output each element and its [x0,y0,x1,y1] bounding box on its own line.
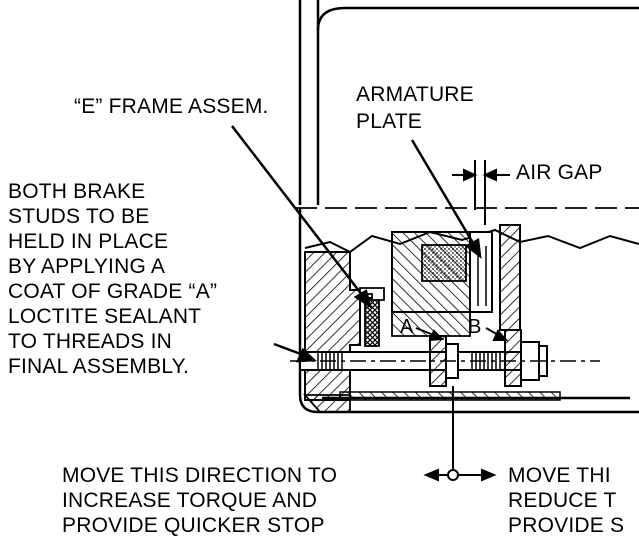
e-frame-label: “E” FRAME ASSEM. [74,95,269,118]
note-line: LOCTITE SEALANT [8,305,202,328]
direction-line: PROVIDE S [508,514,625,537]
armature-leader [410,139,482,259]
direction-line: PROVIDE QUICKER STOP [62,514,325,537]
direction-marker [423,468,497,482]
e-frame-section [304,251,366,401]
direction-line: MOVE THIS DIRECTION TO [62,464,338,487]
point-b-label: B [468,316,482,338]
loctite-leader [273,342,318,363]
bottom-rib [339,391,561,401]
armature-label-line-2: PLATE [356,110,422,133]
note-line: HELD IN PLACE [8,230,169,253]
point-a-leader [415,327,445,342]
bottom-flange [303,394,351,413]
e-frame-leader [231,125,373,309]
note-line: COAT OF GRADE “A” [8,280,218,303]
note-line: FINAL ASSEMBLY. [8,355,190,378]
armature-label-line-1: ARMATURE [356,83,474,106]
point-b-leader [485,327,509,341]
air-gap-marks [452,160,510,225]
motor-housing [298,0,639,205]
hub-section [391,311,471,337]
end-plate-section [499,224,521,331]
air-gap-label: AIR GAP [516,161,603,184]
note-line: BY APPLYING A [8,255,166,278]
point-a-label: A [400,316,414,338]
note-line: STUDS TO BE [8,205,150,228]
coil [421,244,467,282]
note-line: BOTH BRAKE [8,180,146,203]
direction-line: REDUCE T [508,489,617,512]
note-line: TO THREADS IN [8,330,173,353]
direction-line: MOVE THI [508,464,611,487]
direction-line: INCREASE TORQUE AND [62,489,318,512]
